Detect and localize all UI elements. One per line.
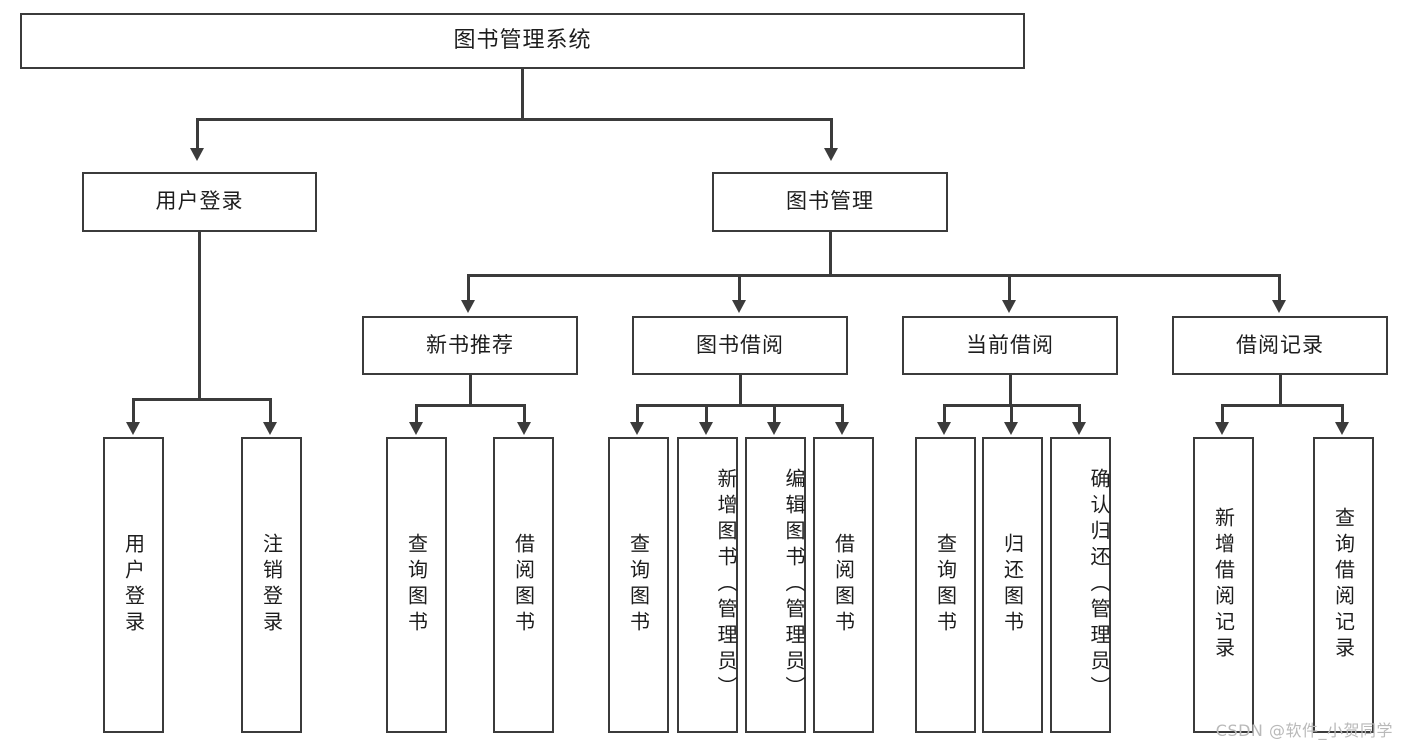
arrow-current-borrow-to-leaf-1 xyxy=(937,422,951,435)
node-label: 归还图书 xyxy=(1000,533,1025,637)
arrow-book-borrow-to-leaf-3 xyxy=(767,422,781,435)
node-book-management[interactable]: 图书管理 xyxy=(712,172,948,232)
leaf-borrow-book-1[interactable]: 借阅图书 xyxy=(493,437,554,733)
node-label: 新增借阅记录 xyxy=(1211,507,1236,663)
connector-root-to-user-login xyxy=(196,118,199,150)
arrow-new-book-to-leaf-1 xyxy=(409,422,423,435)
node-label: 查询图书 xyxy=(626,533,651,637)
arrow-user-login-to-leaf-1 xyxy=(126,422,140,435)
arrow-borrow-record-to-leaf-2 xyxy=(1335,422,1349,435)
arrow-book-borrow-to-leaf-2 xyxy=(699,422,713,435)
leaf-user-login[interactable]: 用户登录 xyxy=(103,437,164,733)
connector-book-borrow-to-leaf-4 xyxy=(841,404,844,424)
connector-book-borrow-to-leaf-2 xyxy=(705,404,708,424)
arrow-new-book-to-leaf-2 xyxy=(517,422,531,435)
connector-root-bus xyxy=(196,118,833,121)
node-label: 当前借阅 xyxy=(966,332,1054,357)
connector-new-book-bus xyxy=(415,404,525,407)
connector-book-management-stem xyxy=(829,232,832,276)
node-label: 查询借阅记录 xyxy=(1331,507,1356,663)
connector-new-book-to-leaf-1 xyxy=(415,404,418,424)
node-user-login[interactable]: 用户登录 xyxy=(82,172,317,232)
connector-user-login-stem xyxy=(198,232,201,400)
node-label: 新增图书（管理员） xyxy=(714,468,738,702)
connector-borrow-record-bus xyxy=(1221,404,1343,407)
connector-current-borrow-to-leaf-2 xyxy=(1010,404,1013,424)
arrow-bm-to-new-book xyxy=(461,300,475,313)
leaf-add-book-admin[interactable]: 新增图书（管理员） xyxy=(677,437,738,733)
node-label: 借阅记录 xyxy=(1236,332,1324,357)
leaf-return-book[interactable]: 归还图书 xyxy=(982,437,1043,733)
connector-bm-to-current-borrow xyxy=(1008,274,1011,302)
node-label: 图书管理系统 xyxy=(453,27,592,53)
arrow-root-to-user-login xyxy=(190,148,204,161)
arrow-bm-to-book-borrow xyxy=(732,300,746,313)
connector-borrow-record-to-leaf-2 xyxy=(1341,404,1344,424)
node-label: 图书借阅 xyxy=(696,332,784,357)
connector-root-stem xyxy=(521,69,524,120)
arrow-bm-to-current-borrow xyxy=(1002,300,1016,313)
node-book-borrow[interactable]: 图书借阅 xyxy=(632,316,848,375)
leaf-add-borrow-record[interactable]: 新增借阅记录 xyxy=(1193,437,1254,733)
arrow-user-login-to-leaf-2 xyxy=(263,422,277,435)
node-label: 新书推荐 xyxy=(426,332,514,357)
node-label: 查询图书 xyxy=(933,533,958,637)
node-new-book-recommend[interactable]: 新书推荐 xyxy=(362,316,578,375)
connector-bm-to-borrow-record xyxy=(1278,274,1281,302)
connector-bm-to-book-borrow xyxy=(738,274,741,302)
connector-book-borrow-to-leaf-1 xyxy=(636,404,639,424)
node-label: 借阅图书 xyxy=(511,533,536,637)
leaf-query-book-2[interactable]: 查询图书 xyxy=(608,437,669,733)
connector-borrow-record-stem xyxy=(1279,375,1282,406)
leaf-edit-book-admin[interactable]: 编辑图书（管理员） xyxy=(745,437,806,733)
leaf-query-book-1[interactable]: 查询图书 xyxy=(386,437,447,733)
connector-book-management-bus xyxy=(467,274,1278,277)
connector-user-login-bus xyxy=(132,398,271,401)
node-label: 用户登录 xyxy=(155,189,244,214)
node-label: 图书管理 xyxy=(786,189,874,214)
arrow-bm-to-borrow-record xyxy=(1272,300,1286,313)
arrow-book-borrow-to-leaf-4 xyxy=(835,422,849,435)
leaf-borrow-book-2[interactable]: 借阅图书 xyxy=(813,437,874,733)
node-label: 编辑图书（管理员） xyxy=(782,468,806,702)
node-current-borrow[interactable]: 当前借阅 xyxy=(902,316,1118,375)
connector-book-borrow-stem xyxy=(739,375,742,406)
connector-current-borrow-to-leaf-1 xyxy=(943,404,946,424)
arrow-root-to-book-management xyxy=(824,148,838,161)
connector-current-borrow-to-leaf-3 xyxy=(1078,404,1081,424)
connector-book-borrow-to-leaf-3 xyxy=(773,404,776,424)
arrow-current-borrow-to-leaf-2 xyxy=(1004,422,1018,435)
leaf-user-logout[interactable]: 注销登录 xyxy=(241,437,302,733)
leaf-query-borrow-record[interactable]: 查询借阅记录 xyxy=(1313,437,1374,733)
connector-new-book-stem xyxy=(469,375,472,406)
leaf-confirm-return-admin[interactable]: 确认归还（管理员） xyxy=(1050,437,1111,733)
node-borrow-record[interactable]: 借阅记录 xyxy=(1172,316,1388,375)
connector-bm-to-new-book xyxy=(467,274,470,302)
node-root-system[interactable]: 图书管理系统 xyxy=(20,13,1025,69)
connector-new-book-to-leaf-2 xyxy=(523,404,526,424)
node-label: 借阅图书 xyxy=(831,533,856,637)
connector-user-login-to-leaf-1 xyxy=(132,398,135,424)
connector-user-login-to-leaf-2 xyxy=(269,398,272,424)
node-label: 确认归还（管理员） xyxy=(1087,468,1111,702)
node-label: 注销登录 xyxy=(259,533,284,637)
arrow-book-borrow-to-leaf-1 xyxy=(630,422,644,435)
connector-current-borrow-stem xyxy=(1009,375,1012,406)
connector-root-to-book-management xyxy=(830,118,833,150)
node-label: 查询图书 xyxy=(404,533,429,637)
connector-borrow-record-to-leaf-1 xyxy=(1221,404,1224,424)
connector-book-borrow-bus xyxy=(636,404,844,407)
arrow-borrow-record-to-leaf-1 xyxy=(1215,422,1229,435)
leaf-query-book-3[interactable]: 查询图书 xyxy=(915,437,976,733)
arrow-current-borrow-to-leaf-3 xyxy=(1072,422,1086,435)
watermark-text: CSDN @软件_小贺同学 xyxy=(1215,721,1393,740)
node-label: 用户登录 xyxy=(121,533,146,637)
